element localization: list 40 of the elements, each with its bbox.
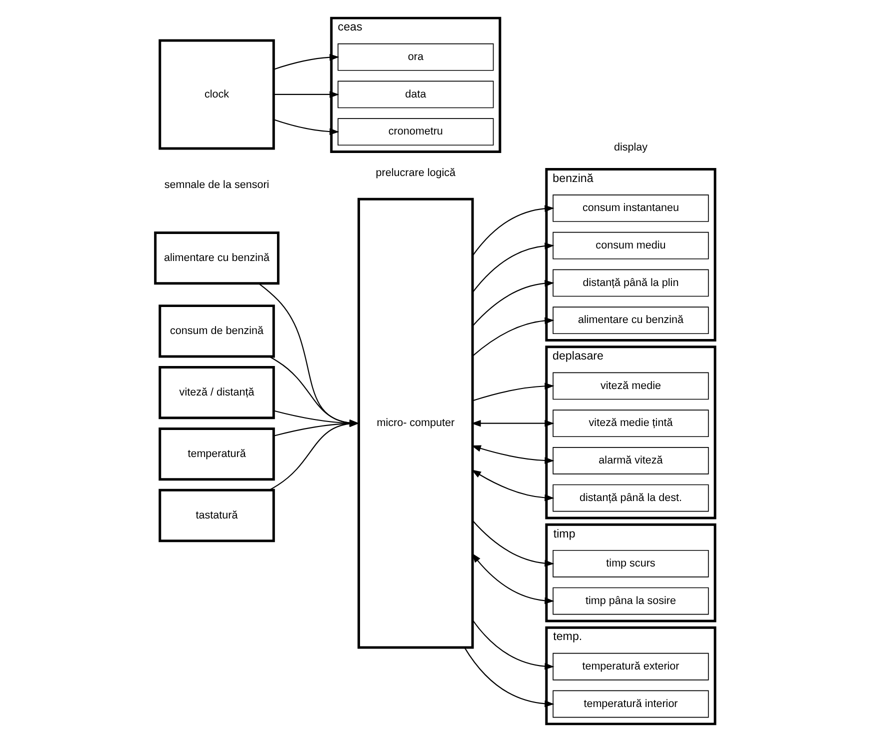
node-box: ora: [338, 43, 494, 71]
arrow: [464, 647, 554, 708]
arrow: [472, 317, 554, 356]
arrow: [472, 553, 554, 604]
node-box: tastatură: [158, 488, 275, 542]
arrow: [274, 91, 340, 98]
arrow: [472, 620, 554, 670]
node-box: alimentare cu benzină: [154, 232, 280, 285]
node-box: viteză medie: [552, 372, 709, 400]
node-box: alarmă viteză: [552, 446, 709, 474]
node-box: consum de benzină: [158, 304, 275, 358]
node-box: temperatură exterior: [552, 652, 709, 680]
node-box: viteză / distanță: [158, 366, 275, 420]
arrow: [472, 520, 554, 567]
node-box: data: [338, 80, 494, 108]
node-box: alimentare cu benzină: [552, 306, 709, 334]
label: display: [614, 141, 648, 154]
node-box: timp scurs: [552, 550, 709, 578]
arrow: [472, 205, 554, 256]
arrow: [471, 470, 554, 502]
node-box: cronometru: [338, 118, 494, 146]
arrow: [471, 445, 554, 464]
label: semnale de la sensori: [164, 178, 270, 191]
arrow: [274, 54, 340, 70]
arrow: [274, 119, 340, 135]
node-box: viteză medie țintă: [552, 410, 709, 438]
node-box: consum mediu: [552, 232, 709, 260]
node-box: distanță până la plin: [552, 269, 709, 297]
node-box: temperatură interior: [552, 690, 709, 718]
label: prelucrare logică: [376, 167, 456, 180]
node-box: consum instantaneu: [552, 194, 709, 222]
node-box: distanță până la dest.: [552, 484, 709, 512]
arrow: [471, 420, 554, 427]
node-box: timp pâna la sosire: [552, 587, 709, 615]
arrow: [472, 280, 554, 326]
arrow: [472, 382, 554, 402]
node-box: temperatură: [158, 427, 275, 481]
node-box: micro- computer: [358, 198, 474, 649]
node-box: clock: [158, 39, 275, 150]
arrow: [472, 242, 554, 293]
